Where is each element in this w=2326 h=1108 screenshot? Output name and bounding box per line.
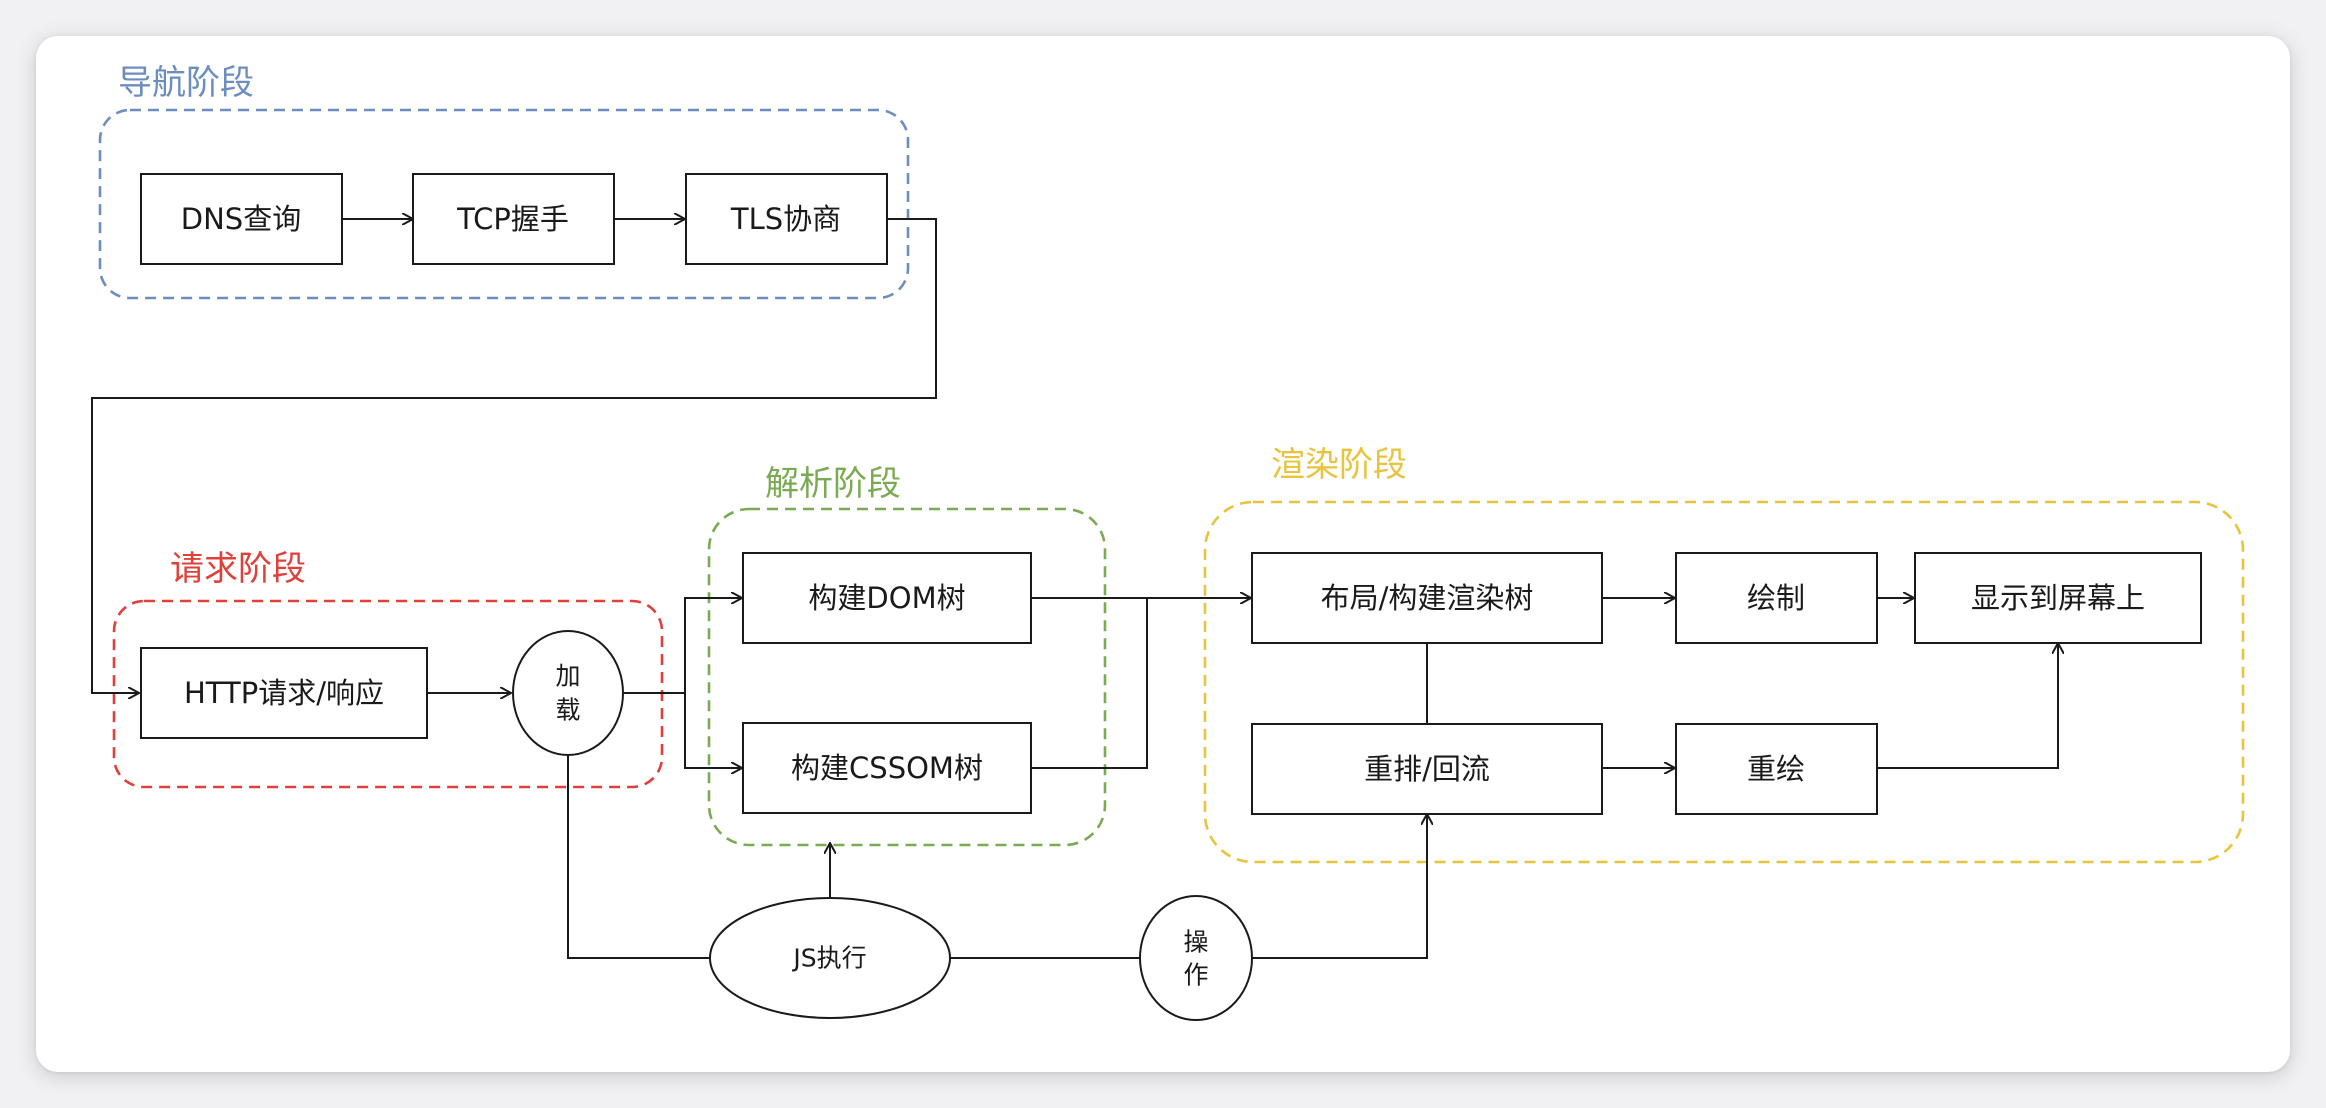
node-js-execution-label: JS执行: [791, 944, 866, 973]
node-build-dom-label: 构建DOM树: [808, 581, 965, 615]
node-paint-label: 绘制: [1747, 581, 1805, 615]
node-paint[interactable]: 绘制: [1675, 552, 1878, 644]
node-load-label-1: 加: [555, 662, 580, 691]
node-operate-label-2: 作: [1183, 961, 1208, 990]
edge-split-cssom: [684, 693, 742, 768]
edge-load-js: [567, 756, 710, 959]
edges: [91, 218, 2058, 959]
node-tcp-handshake[interactable]: TCP握手: [412, 173, 615, 265]
node-operate[interactable]: 操 作: [1139, 895, 1253, 1021]
node-display[interactable]: 显示到屏幕上: [1914, 552, 2202, 644]
group-render-border: [1203, 500, 2245, 864]
node-tls-negotiation-label: TLS协商: [730, 202, 841, 236]
node-build-cssom-label: 构建CSSOM树: [791, 751, 983, 785]
group-parse-border: [707, 507, 1107, 847]
node-layout[interactable]: 布局/构建渲染树: [1251, 552, 1603, 644]
group-navigation-label: 导航阶段: [118, 63, 254, 103]
edge-cssom-merge: [1031, 598, 1148, 769]
node-dns-query-label: DNS查询: [181, 202, 301, 236]
node-layout-label: 布局/构建渲染树: [1321, 581, 1534, 615]
group-request-label: 请求阶段: [170, 549, 306, 589]
node-operate-label-1: 操: [1183, 928, 1208, 957]
edge-operate-reflow: [1252, 814, 1427, 959]
node-tcp-handshake-label: TCP握手: [456, 202, 569, 236]
node-load[interactable]: 加 载: [512, 630, 624, 756]
node-build-cssom[interactable]: 构建CSSOM树: [742, 722, 1032, 814]
group-parse-label: 解析阶段: [765, 464, 901, 504]
node-http-request-label: HTTP请求/响应: [184, 676, 384, 710]
node-reflow[interactable]: 重排/回流: [1251, 723, 1603, 815]
node-repaint[interactable]: 重绘: [1675, 723, 1878, 815]
group-render-label: 渲染阶段: [1271, 445, 1407, 485]
group-parse: 解析阶段: [707, 464, 1107, 847]
node-dns-query[interactable]: DNS查询: [140, 173, 343, 265]
group-render: 渲染阶段: [1203, 445, 2245, 864]
node-reflow-label: 重排/回流: [1364, 752, 1490, 786]
node-http-request[interactable]: HTTP请求/响应: [140, 647, 428, 739]
group-navigation: 导航阶段: [98, 63, 910, 300]
node-build-dom[interactable]: 构建DOM树: [742, 552, 1032, 644]
edge-repaint-display: [1877, 643, 2058, 769]
node-js-execution[interactable]: JS执行: [709, 897, 951, 1019]
node-load-label-2: 载: [555, 696, 580, 725]
node-repaint-label: 重绘: [1747, 752, 1805, 786]
edge-tls-http: [91, 218, 937, 693]
node-tls-negotiation[interactable]: TLS协商: [685, 173, 888, 265]
node-display-label: 显示到屏幕上: [1971, 581, 2145, 615]
edge-split-dom: [684, 598, 742, 693]
